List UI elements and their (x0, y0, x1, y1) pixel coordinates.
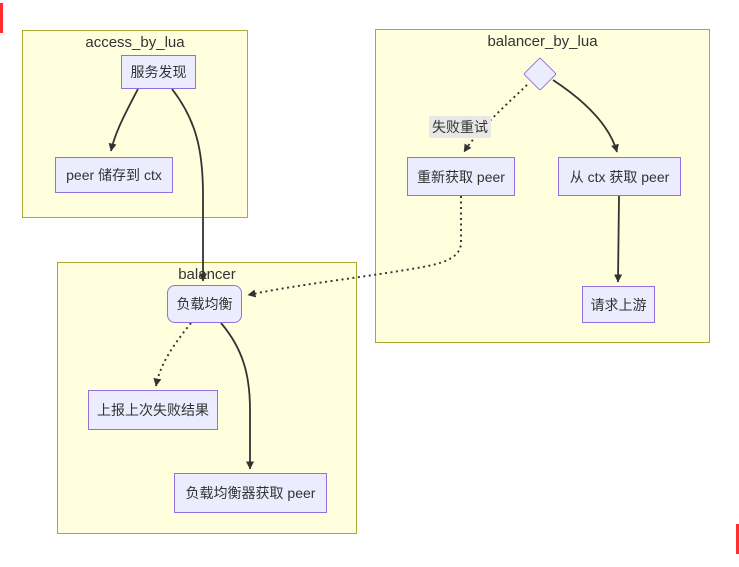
node-lb-get-peer: 负载均衡器获取 peer (174, 473, 327, 513)
cluster-balancer-label: balancer (178, 266, 236, 283)
node-report-last-failure: 上报上次失败结果 (88, 390, 218, 430)
red-artifact-left (0, 3, 3, 33)
node-retry-get-peer: 重新获取 peer (407, 157, 515, 196)
edge-label-retry-on-failure: 失败重试 (429, 116, 491, 138)
cluster-balancer-by-lua-label: balancer_by_lua (487, 33, 598, 50)
cluster-access-by-lua-label: access_by_lua (85, 34, 185, 51)
node-peer-store-ctx: peer 储存到 ctx (55, 157, 173, 193)
node-request-upstream: 请求上游 (582, 286, 655, 323)
node-service-discovery: 服务发现 (121, 55, 196, 89)
red-artifact-right (736, 524, 739, 554)
node-ctx-get-peer: 从 ctx 获取 peer (558, 157, 681, 196)
node-load-balance: 负载均衡 (167, 285, 242, 323)
